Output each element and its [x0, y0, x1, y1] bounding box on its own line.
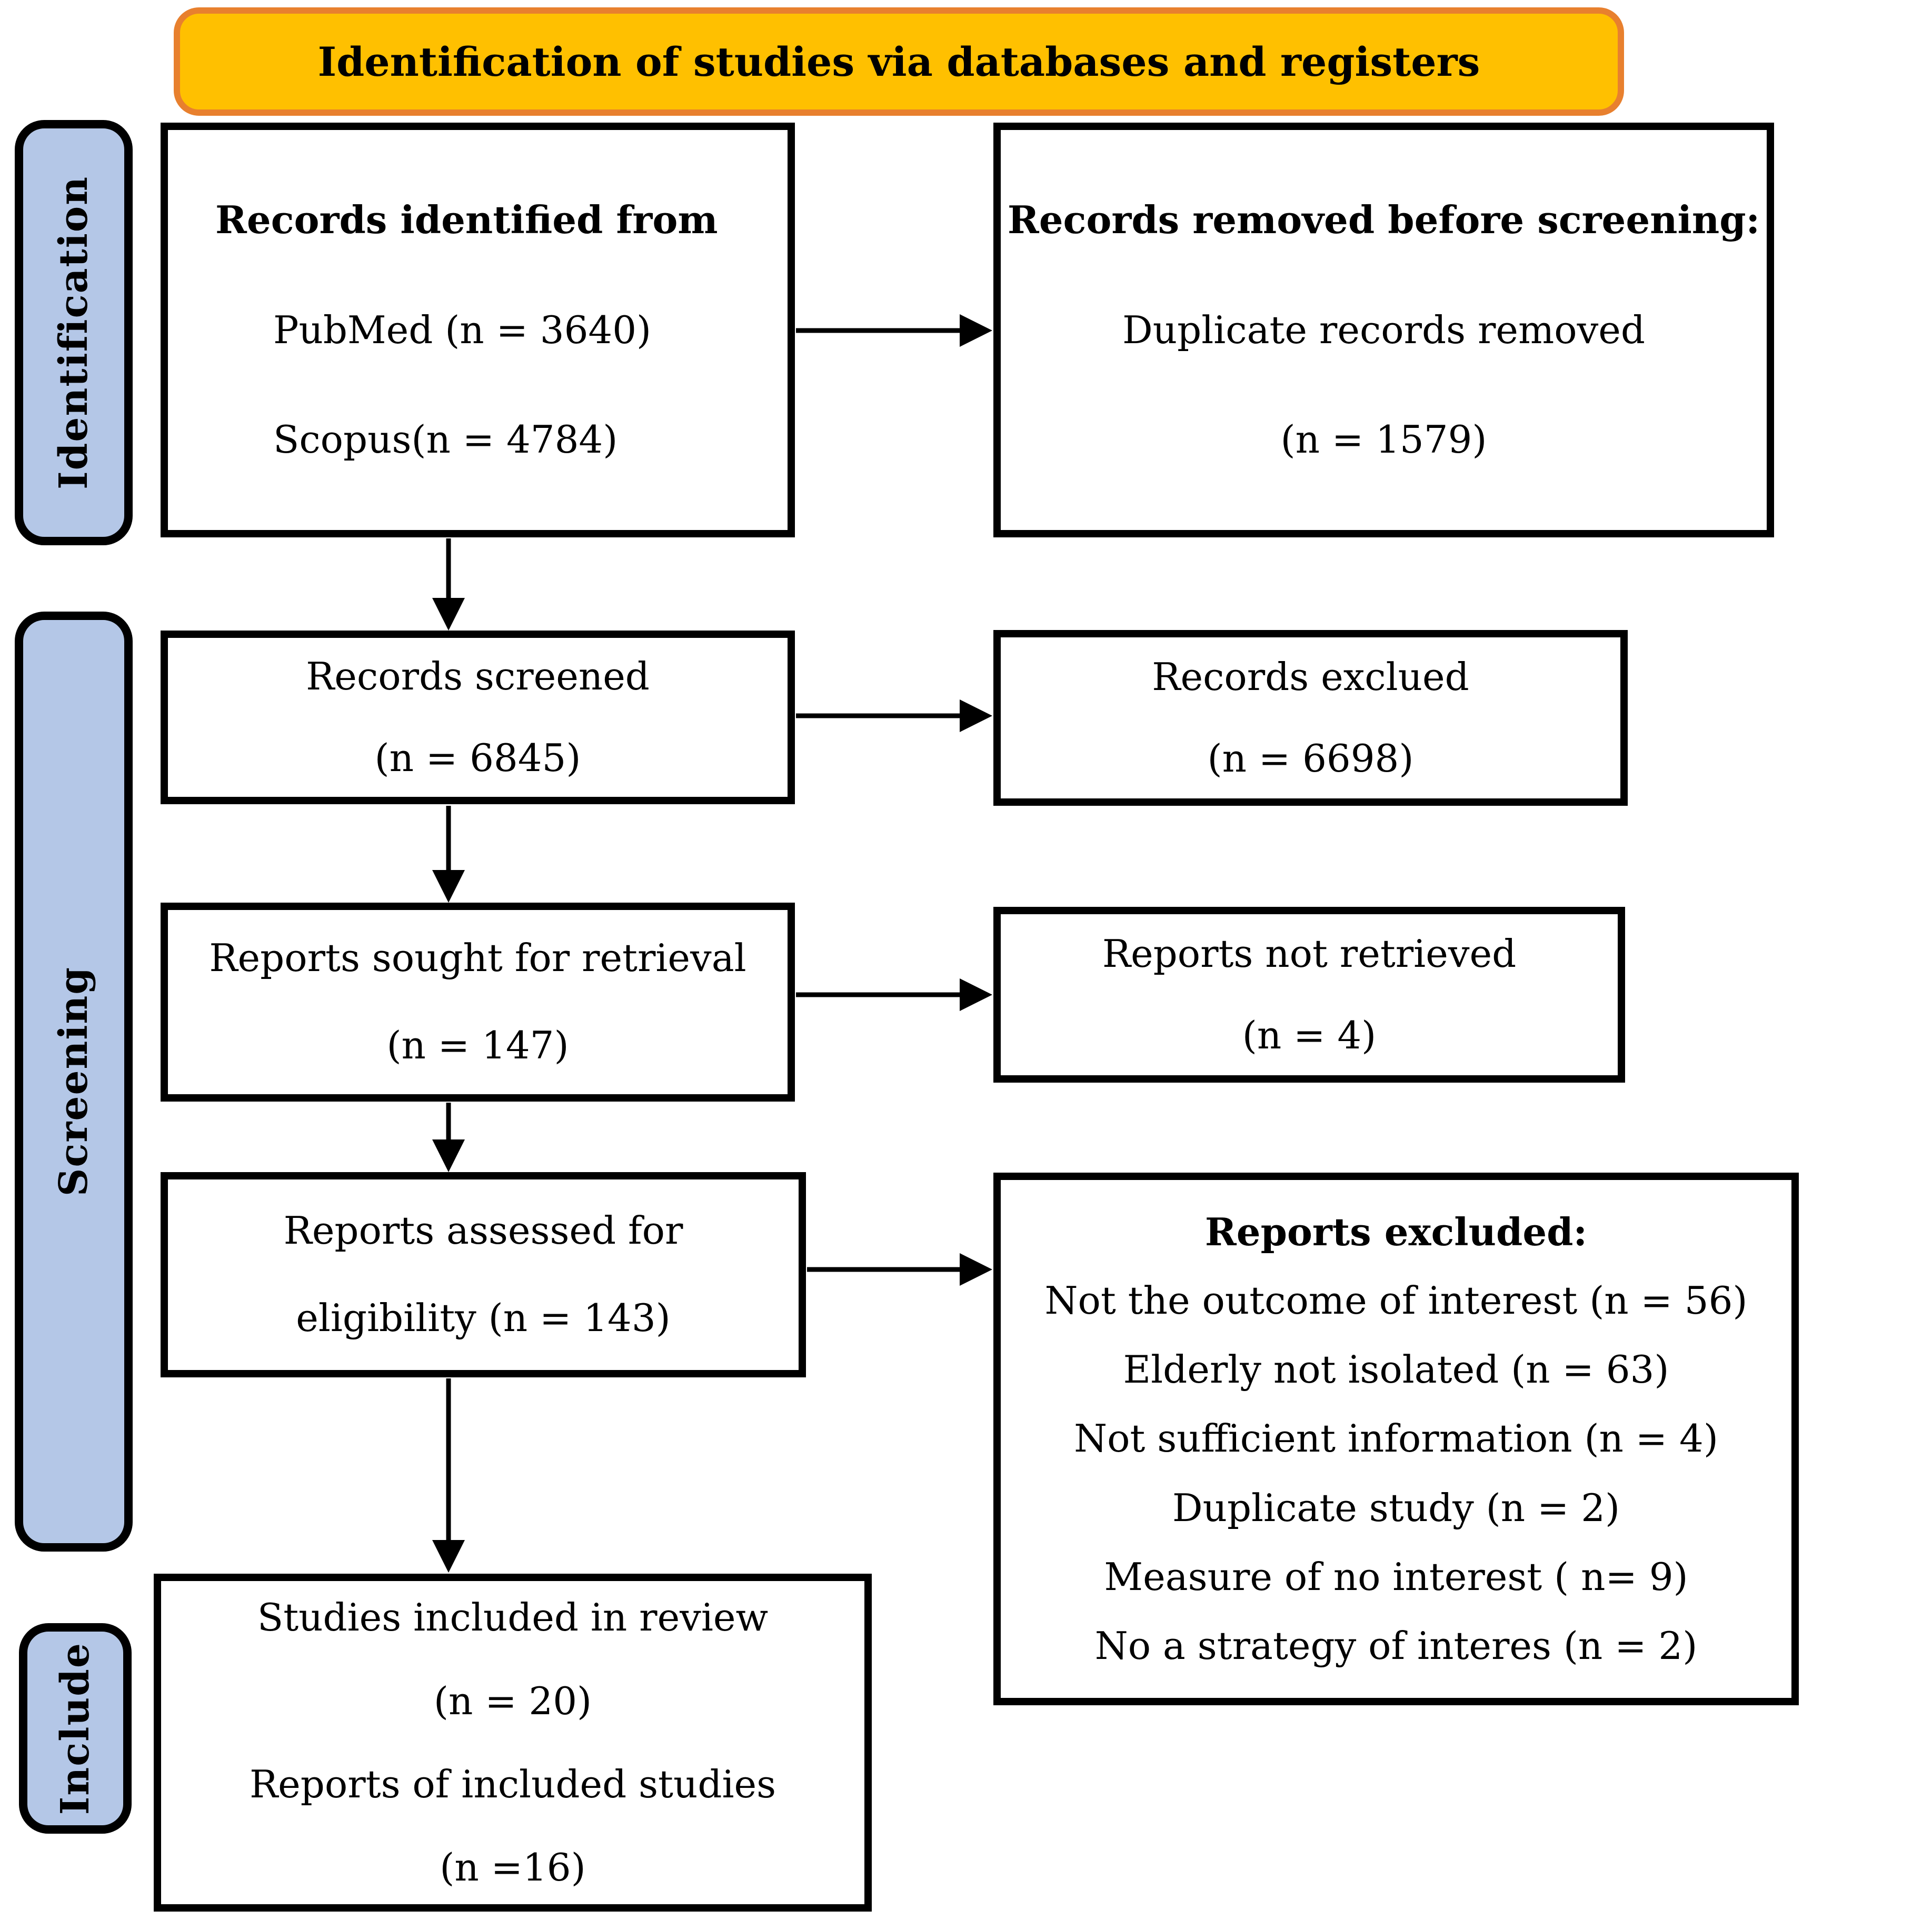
records-removed-count: (n = 1579) — [1280, 417, 1487, 462]
reports-assessed-line1: Reports assessed for — [283, 1208, 683, 1253]
studies-included-count: (n = 20) — [433, 1678, 592, 1723]
reports-included-count: (n =16) — [440, 1845, 586, 1890]
reports-not-retrieved-count: (n = 4) — [1242, 1013, 1377, 1057]
reports-excluded-reason-2: Elderly not isolated (n = 63) — [1123, 1347, 1669, 1392]
reports-excluded-reason-3: Not sufficient information (n = 4) — [1074, 1416, 1718, 1461]
box-reports-not-retrieved: Reports not retrieved (n = 4) — [993, 907, 1625, 1083]
reports-excluded-reason-5: Measure of no interest ( n= 9) — [1104, 1554, 1688, 1599]
stage-screening: Screening — [15, 612, 133, 1552]
header-title: Identification of studies via databases … — [317, 38, 1480, 85]
records-screened-count: (n = 6845) — [374, 736, 581, 780]
stage-identification-label: Identification — [51, 176, 96, 489]
records-identified-scopus: Scopus(n = 4784) — [273, 417, 618, 462]
records-removed-heading: Records removed before screening: — [1007, 197, 1760, 242]
reports-excluded-reason-1: Not the outcome of interest (n = 56) — [1044, 1278, 1748, 1323]
records-excluded-count: (n = 6698) — [1207, 736, 1414, 781]
reports-included-line: Reports of included studies — [249, 1762, 776, 1806]
box-records-screened: Records screened (n = 6845) — [161, 631, 795, 804]
stage-include-label: Include — [53, 1642, 98, 1815]
box-reports-sought: Reports sought for retrieval (n = 147) — [161, 903, 795, 1102]
stage-include: Include — [19, 1623, 132, 1834]
reports-excluded-reason-6: No a strategy of interes (n = 2) — [1094, 1623, 1698, 1668]
stage-screening-label: Screening — [51, 966, 96, 1197]
records-identified-pubmed: PubMed (n = 3640) — [273, 307, 652, 352]
reports-assessed-line2: eligibility (n = 143) — [296, 1296, 671, 1340]
reports-excluded-heading: Reports excluded: — [1204, 1209, 1588, 1255]
box-records-removed: Records removed before screening: Duplic… — [993, 123, 1774, 537]
box-records-identified: Records identified from PubMed (n = 3640… — [161, 123, 795, 537]
studies-included-line1: Studies included in review — [257, 1595, 769, 1640]
reports-sought-line: Reports sought for retrieval — [209, 936, 746, 981]
reports-sought-count: (n = 147) — [386, 1023, 569, 1067]
records-excluded-line: Records exclued — [1152, 655, 1469, 699]
header-banner: Identification of studies via databases … — [174, 7, 1624, 116]
reports-not-retrieved-line: Reports not retrieved — [1102, 932, 1517, 976]
records-identified-heading: Records identified from — [215, 197, 718, 242]
box-reports-assessed: Reports assessed for eligibility (n = 14… — [161, 1172, 806, 1377]
records-removed-line: Duplicate records removed — [1122, 307, 1645, 352]
reports-excluded-reason-4: Duplicate study (n = 2) — [1172, 1485, 1620, 1530]
records-screened-line: Records screened — [306, 654, 650, 699]
box-records-excluded: Records exclued (n = 6698) — [993, 630, 1628, 806]
stage-identification: Identification — [15, 120, 133, 545]
box-reports-excluded: Reports excluded: Not the outcome of int… — [993, 1173, 1799, 1705]
box-studies-included: Studies included in review (n = 20) Repo… — [154, 1574, 872, 1912]
